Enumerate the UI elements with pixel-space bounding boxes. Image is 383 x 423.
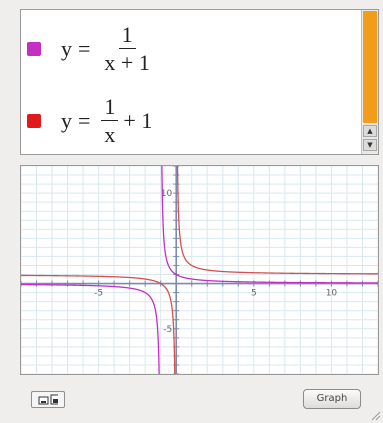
triangle-down-icon[interactable]: ▼ [363,139,377,151]
resize-grip-icon[interactable] [371,411,381,421]
x-tick-label: -5 [94,289,103,299]
curves [21,166,378,374]
curve-1-right-branch [161,166,378,284]
triangle-up-icon[interactable]: ▲ [363,125,377,137]
grid-lines [21,166,378,374]
y-tick-label: -5 [163,325,172,335]
equation-2-numerator: 1 [101,96,119,121]
equation-2-expression[interactable]: y = 1 x + 1 [61,96,152,146]
curve-1-left-branch [21,283,160,374]
equation-1-expression[interactable]: y = 1 x + 1 [61,24,158,74]
equation-1-lhs: y [61,36,72,61]
equation-list: y = 1 x + 1 y = 1 x + 1 ▲ [20,9,379,155]
axes [21,166,378,374]
y-tick-label: 10 [161,189,173,199]
equation-2-suffix: + 1 [123,108,153,133]
equation-2-denominator: x [104,122,116,147]
equation-2-fraction: 1 x [101,96,119,147]
equation-row-2[interactable]: y = 1 x + 1 [27,96,152,146]
curve-2-left-branch [21,274,176,374]
x-tick-label: 5 [251,289,257,299]
graph-view[interactable]: -5 5 10 10 -5 [20,165,379,375]
equation-1-fraction: 1 x + 1 [101,24,152,74]
equation-2-equals: = [78,108,91,133]
graph-canvas[interactable]: -5 5 10 10 -5 [21,166,378,374]
equation-1-color-swatch[interactable] [27,42,41,56]
equation-1-numerator: 1 [118,24,136,49]
graph-button[interactable]: Graph [303,389,361,409]
x-tick-label: 10 [326,289,338,299]
resize-graph-button[interactable] [31,391,65,408]
equation-1-denominator: x + 1 [104,50,150,75]
tick-labels: -5 5 10 10 -5 [94,189,337,335]
curve-2-right-branch [176,166,378,275]
equation-row-1[interactable]: y = 1 x + 1 [27,24,158,74]
equation-scrollbar[interactable]: ▲ ▼ [361,10,378,154]
equation-1-equals: = [78,36,91,61]
resize-toggle-icon [38,394,58,405]
scrollbar-thumb[interactable] [363,11,377,123]
equation-2-lhs: y [61,108,72,133]
equation-2-color-swatch[interactable] [27,114,41,128]
